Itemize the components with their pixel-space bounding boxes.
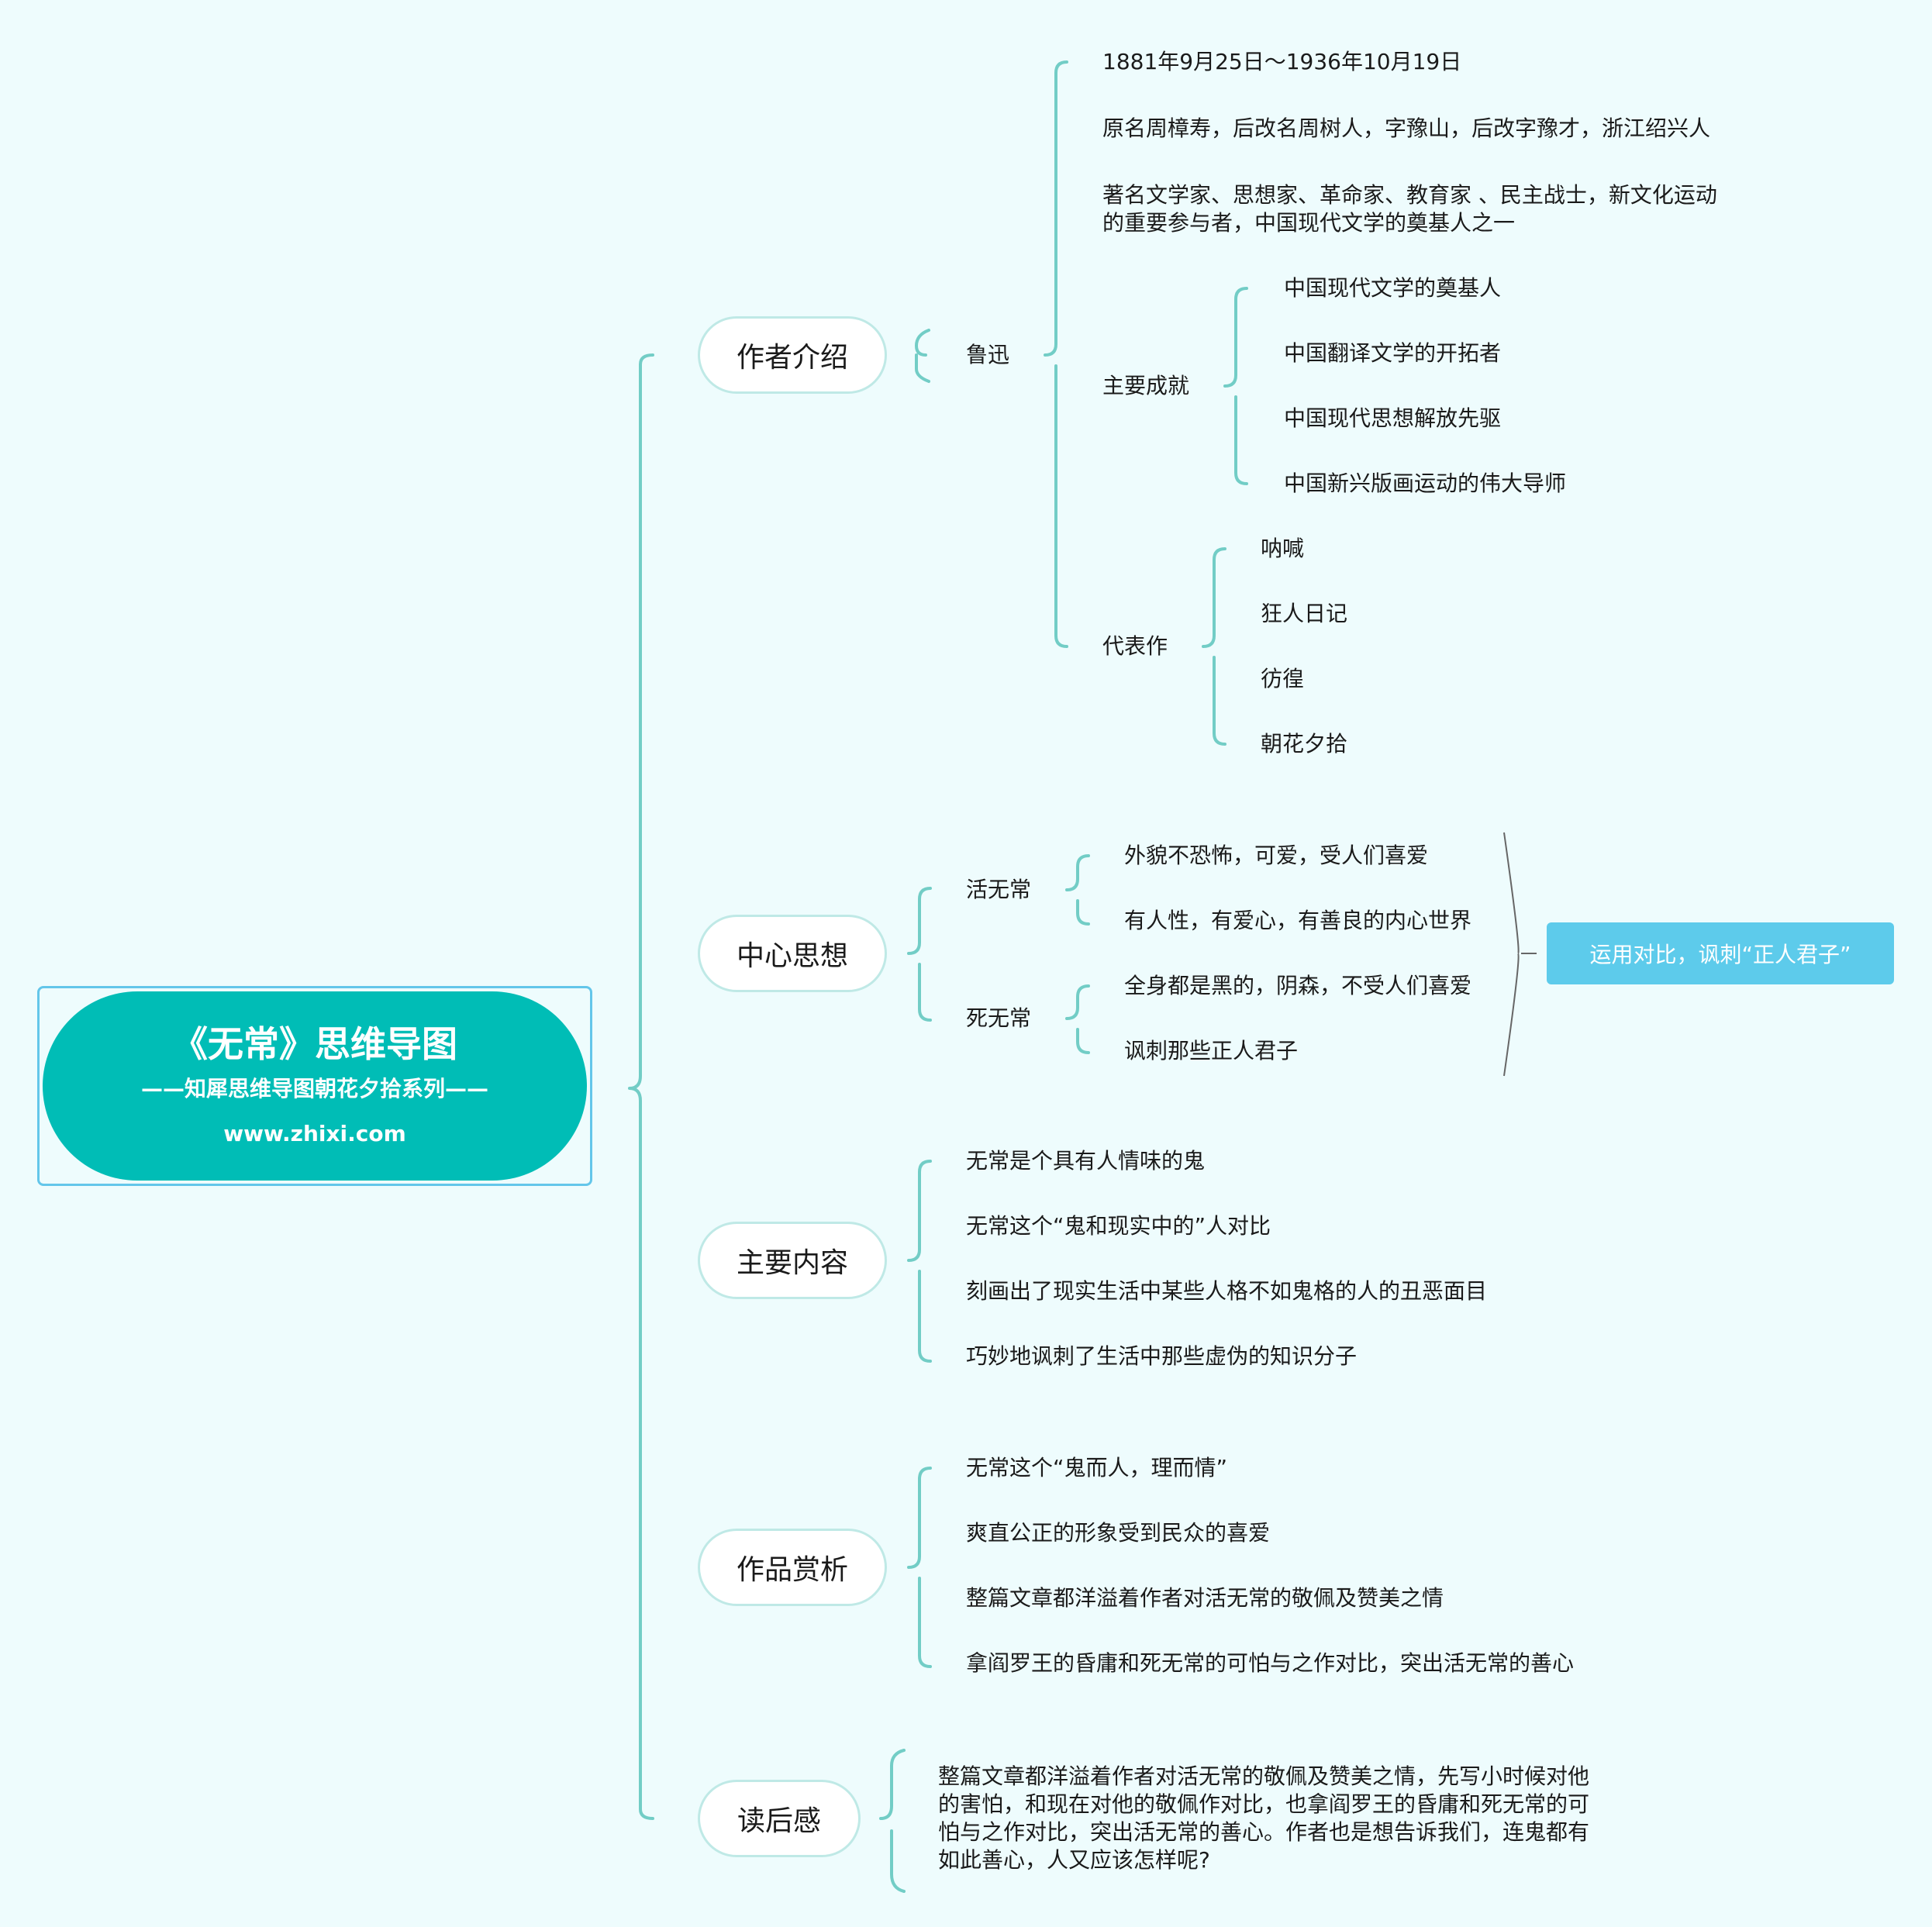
- reflection-text[interactable]: 整篇文章都洋溢着作者对活无常的敬佩及赞美之情，先写小时候对他的害怕，和现在对他的…: [938, 1763, 1590, 1873]
- node-roles-line1[interactable]: 著名文学家、思想家、革命家、教育家 、民主战士，新文化运动: [1102, 182, 1717, 208]
- node-works[interactable]: 代表作: [1102, 633, 1168, 659]
- branch-reflection-label: 读后感: [737, 1805, 821, 1837]
- work-item[interactable]: 呐喊: [1261, 536, 1305, 561]
- summary-box[interactable]: 运用对比，讽刺“正人君子”: [1547, 922, 1894, 984]
- node-dead-wuchang[interactable]: 死无常: [966, 1005, 1032, 1031]
- central-url: www.zhixi.com: [223, 1121, 406, 1146]
- root-spine: [628, 353, 654, 1820]
- theme-brace: [907, 887, 932, 1022]
- appreciation-item[interactable]: 无常这个“鬼而人，理而情”: [966, 1455, 1228, 1481]
- central-node[interactable]: 《无常》思维导图 ——知犀思维导图朝花夕拾系列—— www.zhixi.com: [43, 991, 587, 1181]
- content-brace: [907, 1160, 932, 1363]
- author-brace: [914, 329, 930, 383]
- work-item[interactable]: 狂人日记: [1261, 601, 1348, 626]
- work-item[interactable]: 彷徨: [1261, 666, 1305, 691]
- branch-theme-label: 中心思想: [736, 940, 848, 972]
- summary-label: 运用对比，讽刺“正人君子”: [1589, 942, 1851, 967]
- node-luxun[interactable]: 鲁迅: [966, 342, 1010, 367]
- node-living-wuchang[interactable]: 活无常: [966, 877, 1032, 902]
- content-item[interactable]: 无常是个具有人情味的鬼: [966, 1148, 1206, 1174]
- appreciation-item[interactable]: 爽直公正的形象受到民众的喜爱: [966, 1520, 1271, 1546]
- branch-author-label: 作者介绍: [736, 342, 848, 374]
- branch-content-label: 主要内容: [736, 1247, 848, 1279]
- central-subtitle: ——知犀思维导图朝花夕拾系列——: [140, 1076, 488, 1101]
- appreciation-item[interactable]: 拿阎罗王的昏庸和死无常的可怕与之作对比，突出活无常的善心: [966, 1650, 1575, 1676]
- dead-brace: [1065, 984, 1090, 1054]
- branch-reflection[interactable]: 读后感: [698, 1780, 861, 1857]
- branch-appreciation-label: 作品赏析: [736, 1554, 848, 1586]
- node-names[interactable]: 原名周樟寿，后改名周树人，字豫山，后改字豫才，浙江绍兴人: [1102, 115, 1711, 141]
- living-brace: [1065, 854, 1090, 926]
- achievement-item[interactable]: 中国新兴版画运动的伟大导师: [1284, 471, 1567, 496]
- dead-item[interactable]: 全身都是黑的，阴森，不受人们喜爱: [1124, 973, 1472, 998]
- achievement-item[interactable]: 中国翻译文学的开拓者: [1284, 340, 1502, 366]
- achievement-item[interactable]: 中国现代文学的奠基人: [1284, 275, 1502, 301]
- node-roles-line2[interactable]: 的重要参与者，中国现代文学的奠基人之一: [1102, 210, 1516, 236]
- summary-bracket: [1503, 832, 1537, 1077]
- appreciation-brace: [907, 1467, 932, 1668]
- node-achievements[interactable]: 主要成就: [1102, 373, 1190, 398]
- central-title: 《无常》思维导图: [172, 1023, 457, 1065]
- branch-theme[interactable]: 中心思想: [698, 915, 887, 992]
- central-node-frame: [37, 986, 592, 1186]
- living-item[interactable]: 外貌不恐怖，可爱，受人们喜爱: [1124, 843, 1429, 868]
- achievement-item[interactable]: 中国现代思想解放先驱: [1284, 405, 1502, 431]
- branch-author[interactable]: 作者介绍: [698, 316, 887, 394]
- node-dates[interactable]: 1881年9月25日～1936年10月19日: [1102, 49, 1462, 74]
- reflection-brace: [879, 1749, 906, 1893]
- content-item[interactable]: 刻画出了现实生活中某些人格不如鬼格的人的丑恶面目: [966, 1278, 1488, 1304]
- works-brace: [1202, 547, 1226, 746]
- luxun-brace: [1044, 60, 1068, 648]
- branch-content[interactable]: 主要内容: [698, 1222, 887, 1299]
- branch-appreciation[interactable]: 作品赏析: [698, 1529, 887, 1606]
- living-item[interactable]: 有人性，有爱心，有善良的内心世界: [1124, 908, 1472, 933]
- content-item[interactable]: 巧妙地讽刺了生活中那些虚伪的知识分子: [966, 1343, 1358, 1369]
- appreciation-item[interactable]: 整篇文章都洋溢着作者对活无常的敬佩及赞美之情: [966, 1585, 1444, 1611]
- work-item[interactable]: 朝花夕拾: [1261, 731, 1348, 757]
- content-item[interactable]: 无常这个“鬼和现实中的”人对比: [966, 1213, 1271, 1239]
- dead-item[interactable]: 讽刺那些正人君子: [1124, 1038, 1299, 1063]
- achievements-brace: [1223, 287, 1248, 485]
